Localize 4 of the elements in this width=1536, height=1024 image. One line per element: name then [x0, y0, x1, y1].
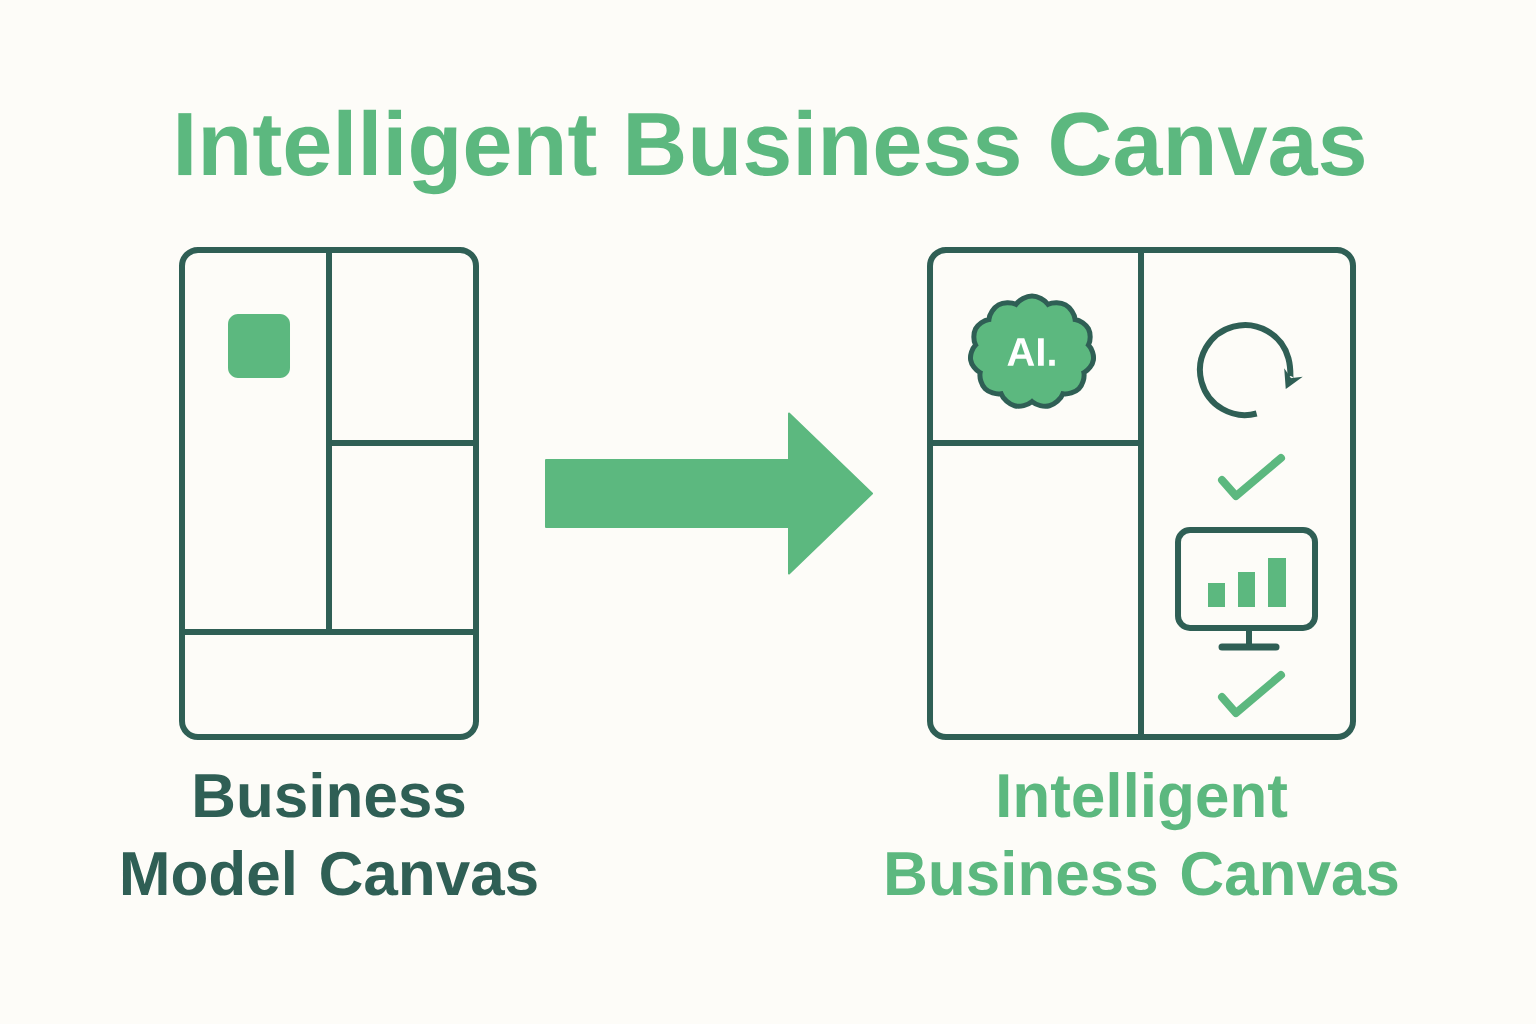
- title: Intelligent Business Canvas: [178, 109, 1364, 195]
- canvas-label: Intelligent Business Canvas: [887, 772, 1398, 896]
- block-arrow: [545, 412, 873, 575]
- canvas-label: Business Model Canvas: [123, 772, 537, 896]
